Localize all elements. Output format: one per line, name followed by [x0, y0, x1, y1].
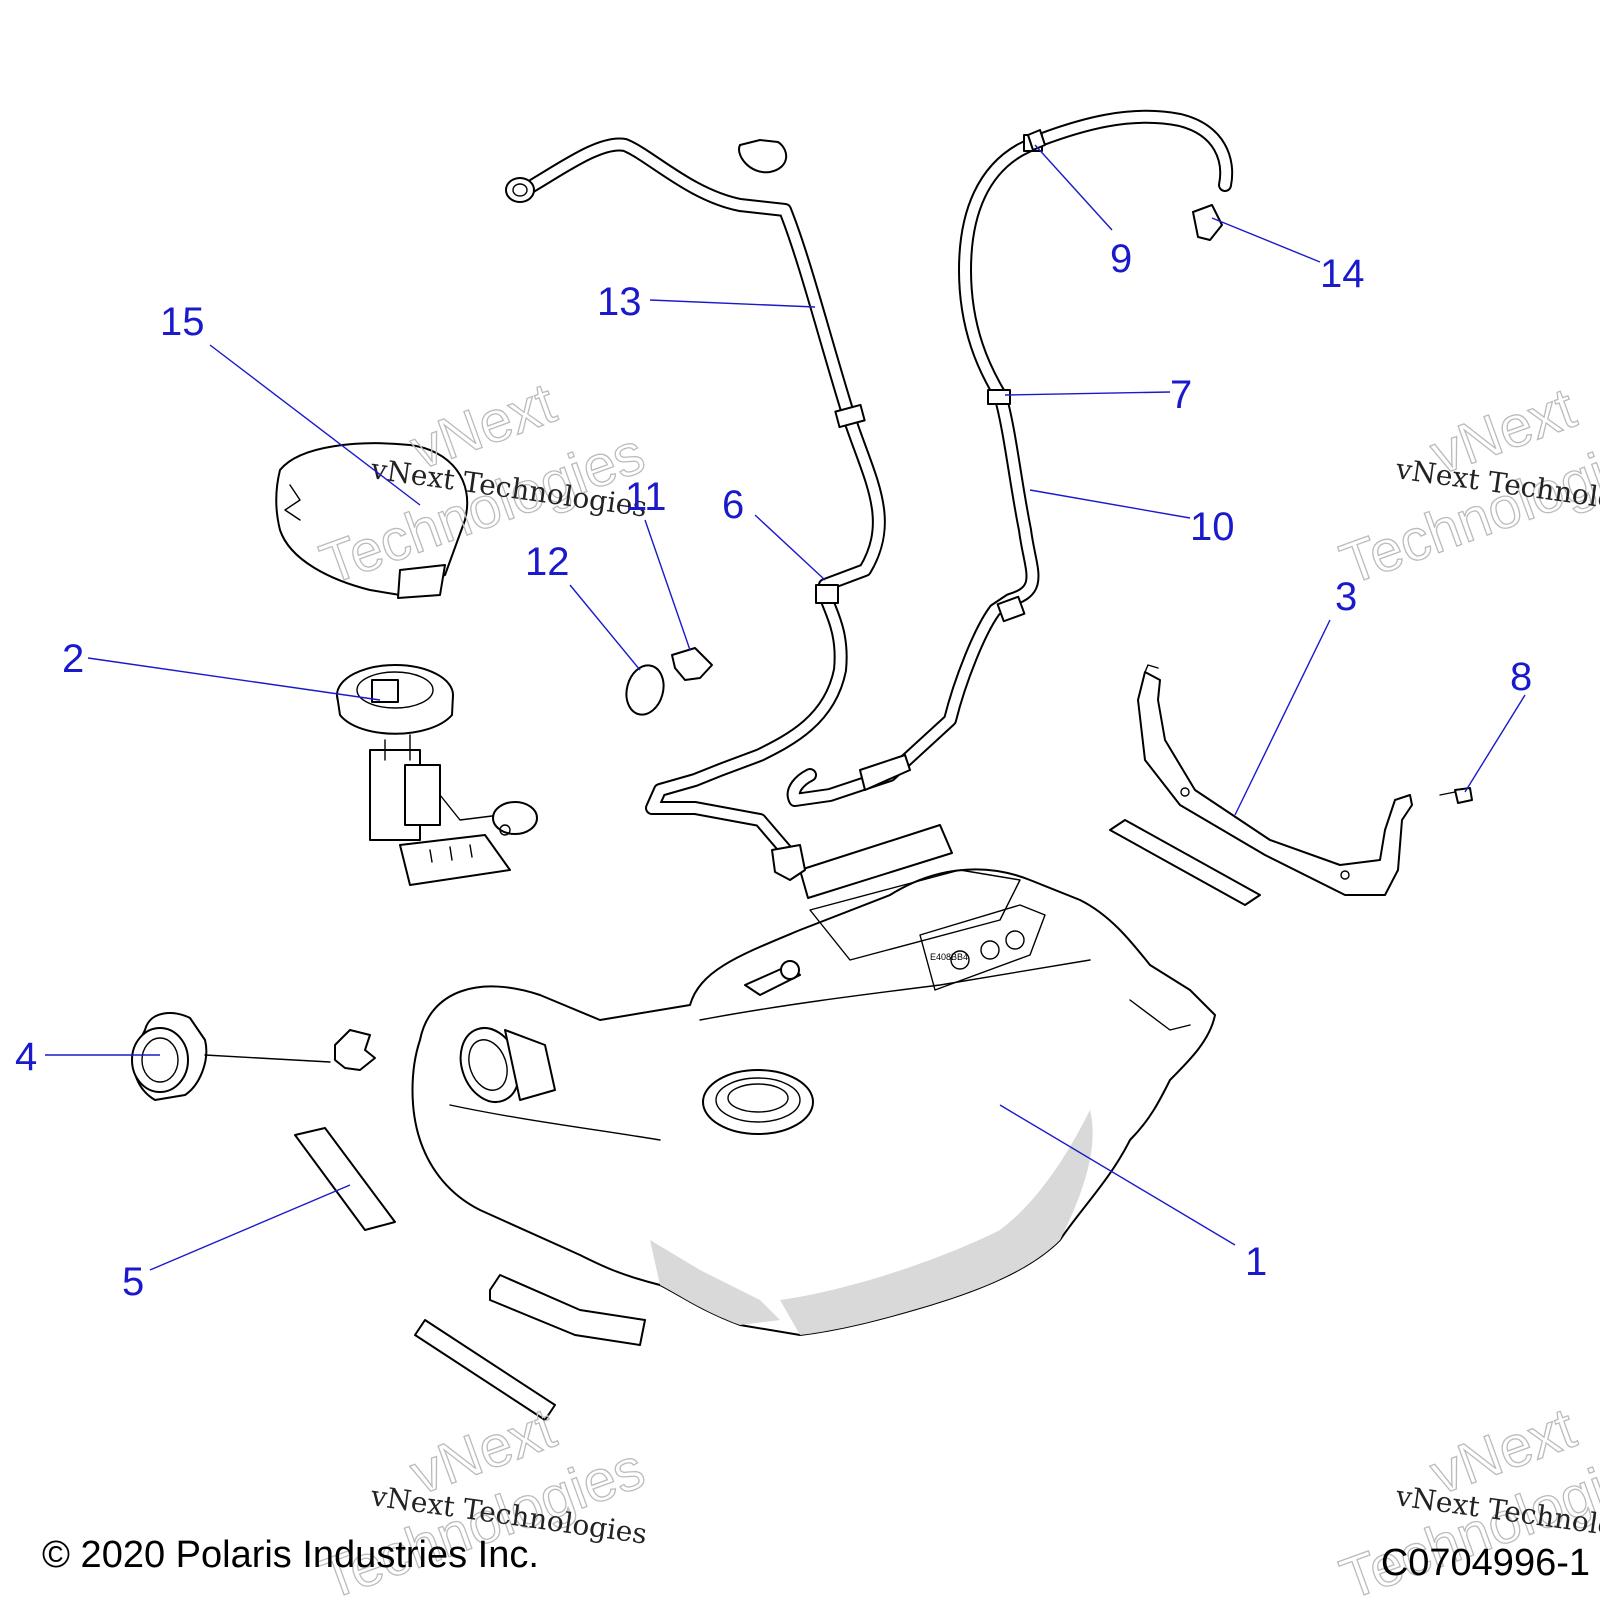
svg-text:14: 14 [1320, 252, 1365, 296]
callout-6: 6 [722, 483, 826, 581]
hose-13 [505, 137, 886, 881]
fuel-cap [131, 1012, 376, 1101]
svg-text:7: 7 [1170, 373, 1192, 417]
callout-1: 1 [999, 1104, 1267, 1284]
callout-11: 11 [625, 475, 691, 651]
callout-4: 4 [15, 1035, 160, 1079]
svg-text:2: 2 [62, 637, 84, 681]
clip-11 [671, 647, 713, 681]
svg-text:1: 1 [1245, 1240, 1267, 1284]
svg-text:6: 6 [722, 483, 744, 527]
callout-5: 5 [122, 1184, 351, 1304]
figure-code: C0704996-1 [1381, 1542, 1590, 1584]
callout-12: 12 [525, 540, 641, 671]
clamp-9 [1027, 129, 1046, 151]
tie-strap-12 [625, 664, 665, 716]
svg-text:E408BB4: E408BB4 [930, 952, 968, 962]
svg-text:9: 9 [1110, 237, 1132, 281]
svg-text:4: 4 [15, 1035, 37, 1079]
tank-pads [294, 819, 1261, 1421]
callout-13: 13 [597, 280, 816, 324]
svg-text:8: 8 [1510, 655, 1532, 699]
copyright-text: © 2020 Polaris Industries Inc. [42, 1534, 539, 1576]
svg-text:15: 15 [160, 300, 205, 344]
svg-text:10: 10 [1190, 505, 1235, 549]
svg-text:12: 12 [525, 540, 570, 584]
svg-text:11: 11 [625, 475, 667, 519]
tank-strap [1137, 664, 1413, 896]
callout-10: 10 [1029, 489, 1235, 549]
vent-valve-14 [1192, 204, 1223, 241]
callout-3: 3 [1234, 575, 1357, 816]
callout-2: 2 [62, 637, 381, 701]
watermark-right: vNext Technologies vNext Technologies [1332, 375, 1600, 598]
screw-8 [1439, 787, 1473, 804]
svg-text:3: 3 [1335, 575, 1357, 619]
callout-14: 14 [1211, 217, 1365, 296]
callout-15: 15 [160, 300, 421, 506]
fuel-tank: E408BB4 [411, 868, 1216, 1336]
svg-text:13: 13 [597, 280, 642, 324]
heat-shield-15 [275, 442, 469, 599]
callout-8: 8 [1464, 655, 1532, 793]
svg-text:5: 5 [122, 1260, 144, 1304]
clamp-13-top [738, 139, 788, 174]
callout-7: 7 [1004, 373, 1192, 417]
fuel-pump-assembly [336, 664, 538, 886]
callout-9: 9 [1034, 144, 1132, 281]
